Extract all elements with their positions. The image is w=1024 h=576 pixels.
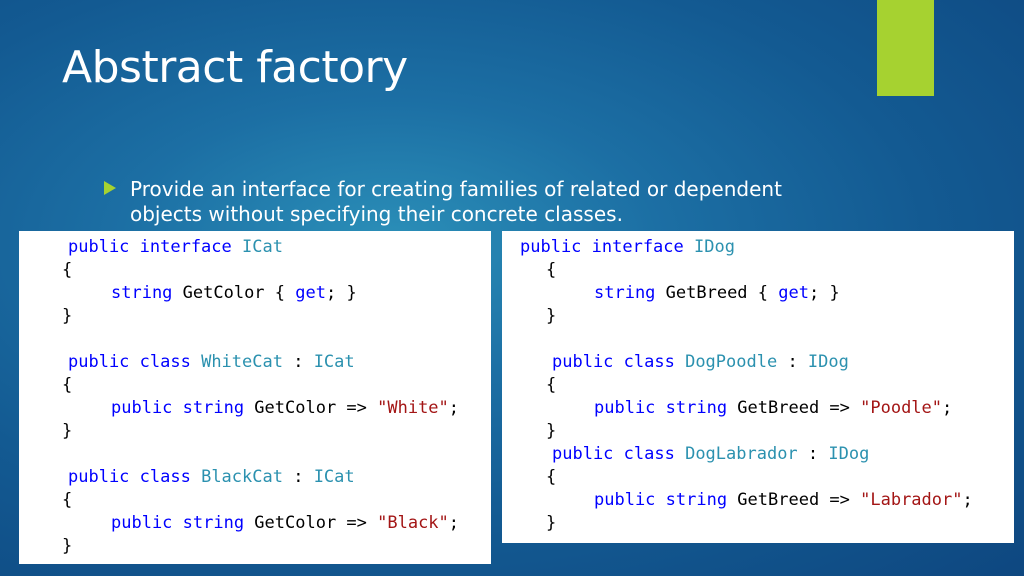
code-text: GetColor => [244,513,378,533]
code-text: ; } [325,283,357,303]
code-line: public class WhiteCat : ICat [68,351,355,374]
code-keyword: string [594,283,656,303]
code-line: public string GetColor => "White"; [111,397,459,420]
bullet-arrow-icon [104,181,116,195]
code-type: IDog [807,352,849,372]
code-line: string GetBreed { get; } [594,282,840,305]
code-text: GetBreed => [727,490,861,510]
code-text: ; [448,513,460,533]
slide-title: Abstract factory [62,42,408,93]
code-line: } [546,513,557,533]
code-type: ICat [313,352,355,372]
code-line: { [62,260,73,280]
code-line: { [62,375,73,395]
code-text: : [777,352,808,372]
bullet-text: Provide an interface for creating famili… [130,177,782,226]
code-string: "Poodle" [860,398,943,418]
code-text: ; [962,490,973,510]
code-text: : [282,352,314,372]
code-type: DogPoodle [685,352,778,372]
code-type: WhiteCat [201,352,283,372]
code-keyword: public class [552,444,675,464]
accent-bar [877,0,934,96]
code-keyword: public interface [68,237,232,257]
code-keyword: public string [594,490,728,510]
code-text: : [282,467,314,487]
code-line: { [546,467,557,487]
code-type: DogLabrador [685,444,798,464]
code-type: IDog [694,237,735,257]
code-line: public class DogLabrador : IDog [552,443,869,466]
code-text: GetBreed { [655,283,779,303]
code-line: public string GetColor => "Black"; [111,512,459,535]
code-box-dog: public interface IDog { string GetBreed … [502,231,1014,543]
code-string: "Labrador" [860,490,963,510]
code-line: public interface IDog [520,236,735,259]
code-line: public class BlackCat : ICat [68,466,355,489]
code-type: IDog [828,444,870,464]
code-line: } [62,536,73,556]
code-text: ; } [808,283,840,303]
code-line: public string GetBreed => "Poodle"; [594,397,952,420]
code-text: GetColor => [244,398,378,418]
code-keyword: public interface [520,237,684,257]
code-line: } [546,421,557,441]
code-keyword: public class [552,352,675,372]
code-keyword: public class [68,467,191,487]
code-line: public interface ICat [68,236,283,259]
code-line: { [546,260,557,280]
code-type: BlackCat [201,467,283,487]
code-keyword: get [295,283,326,303]
code-keyword: public class [68,352,191,372]
code-line: { [62,490,73,510]
code-string: "Black" [377,513,449,533]
code-text: ; [448,398,460,418]
code-string: "White" [377,398,449,418]
code-line: public class DogPoodle : IDog [552,351,849,374]
code-line: } [546,306,557,326]
code-text: : [797,444,829,464]
code-line: string GetColor { get; } [111,282,357,305]
code-keyword: string [111,283,173,303]
code-keyword: public string [111,513,245,533]
code-line: } [62,306,73,326]
code-text: ; [942,398,953,418]
code-box-cat: public interface ICat { string GetColor … [19,231,491,564]
code-line: } [62,421,73,441]
code-type: ICat [242,237,283,257]
code-line: public string GetBreed => "Labrador"; [594,489,973,512]
code-type: ICat [313,467,355,487]
code-keyword: public string [111,398,245,418]
code-text: GetColor { [172,283,296,303]
code-line: { [546,375,557,395]
code-keyword: get [778,283,809,303]
code-text: GetBreed => [727,398,861,418]
code-keyword: public string [594,398,728,418]
